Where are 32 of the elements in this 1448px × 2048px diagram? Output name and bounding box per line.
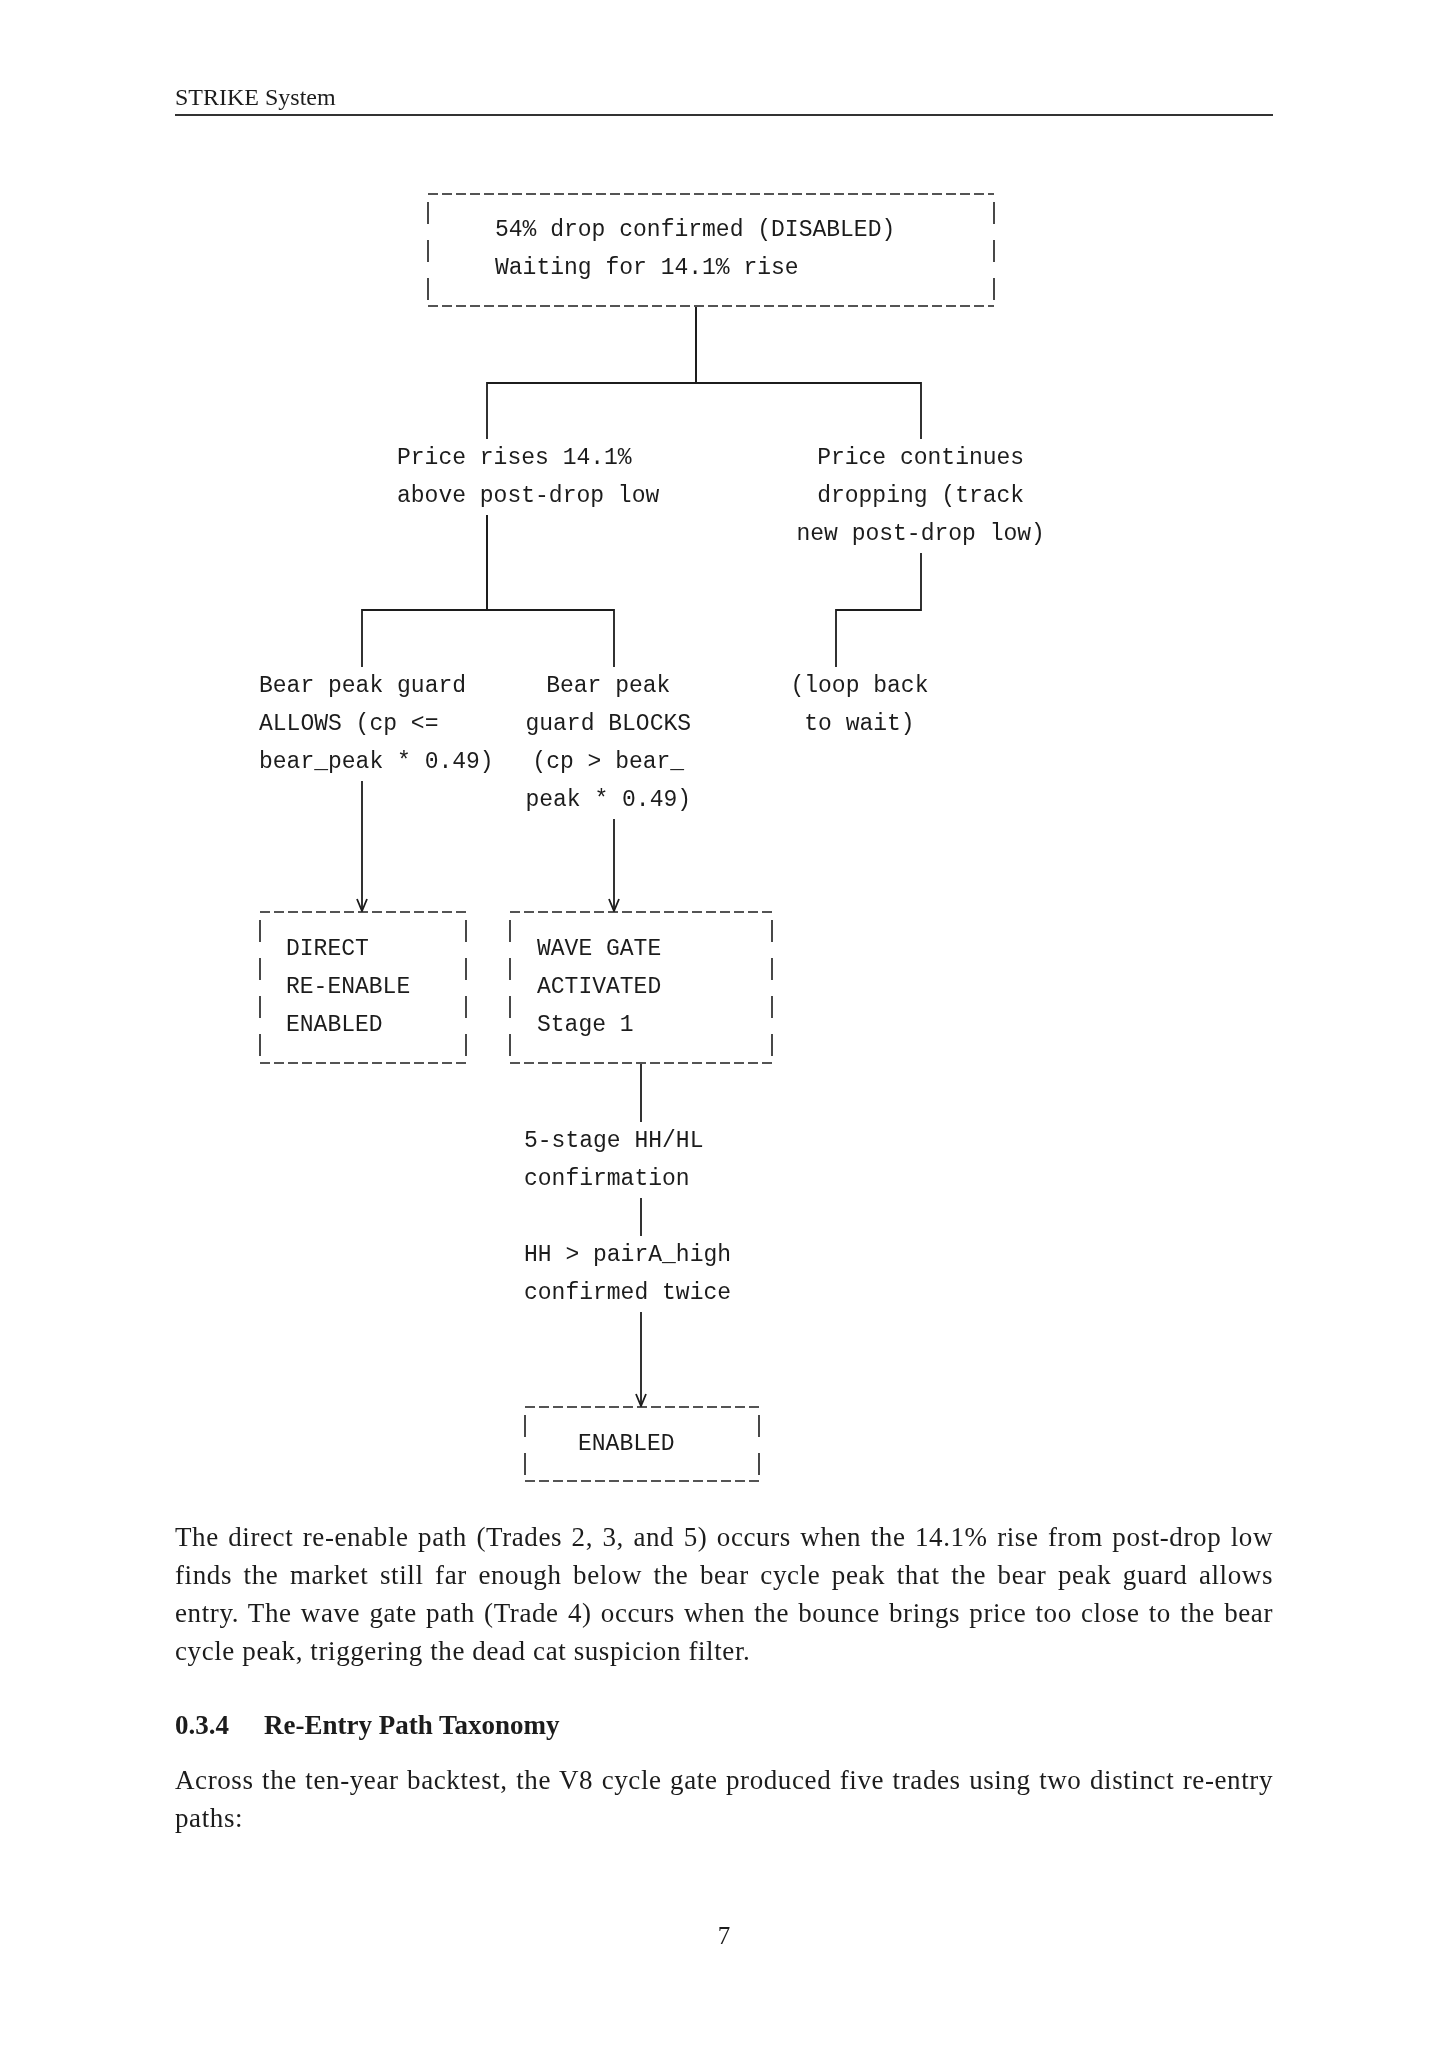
- box-text: DIRECT RE-ENABLE: [286, 935, 412, 1002]
- arrow: [356, 780, 368, 912]
- arrow: [635, 1311, 647, 1407]
- flow-step-text: Bear peak guard ALLOWS (cp <= bear_peak * 0.49): [259, 667, 501, 781]
- section-title: Re-Entry Path Taxonomy: [264, 1709, 560, 1742]
- body-paragraph: Across the ten-year backtest, the V8 cycle gate produced five trades using two distinct re-entry paths:: [175, 1764, 1273, 1835]
- page-number: 7: [717, 1921, 731, 1951]
- connector-line: [640, 1197, 642, 1237]
- process-box: [427, 193, 995, 307]
- box-text: Waiting for 14.1% rise: [495, 254, 799, 283]
- flow-step-text: Bear peak guard BLOCKS (cp > bear_ peak * 0.49): [522, 667, 695, 819]
- section-number: 0.3.4: [175, 1709, 229, 1742]
- connector-line: [695, 306, 922, 440]
- process-box: [509, 911, 773, 1064]
- flow-step-text: HH > pairA_high confirmed twice: [524, 1236, 738, 1312]
- flow-step-text: 5-stage HH/HL confirmation: [524, 1122, 711, 1198]
- process-box: [259, 911, 467, 1064]
- flow-step-text: (loop back to wait): [787, 667, 932, 743]
- header-text: STRIKE System: [175, 83, 336, 112]
- arrow: [608, 818, 620, 912]
- flow-step-text: Price rises 14.1% above post-drop low: [397, 439, 667, 515]
- connector-line: [640, 1063, 642, 1123]
- box-text: 54% drop confirmed (DISABLED): [495, 216, 896, 245]
- box-text: ENABLED: [578, 1430, 675, 1459]
- box-text: WAVE GATE ACTIVATED: [537, 935, 663, 1002]
- body-paragraph: The direct re-enable path (Trades 2, 3, and 5) occurs when the 14.1% rise from post-drop low finds the market still far enough below the bear cycle peak that the bear peak guard allows entry. The wave gate path (Trade 4) occurs when the bounce brings price too close to the bear cycle peak, triggering the dead cat suspicion filter.: [175, 1521, 1273, 1668]
- connector-line: [486, 514, 615, 668]
- box-text: ENABLED: [286, 1011, 383, 1040]
- flow-step-text: Price continues dropping (track new post-drop low): [793, 439, 1049, 553]
- connector-line: [835, 552, 922, 668]
- process-box: [524, 1406, 760, 1482]
- box-text: Stage 1: [537, 1011, 634, 1040]
